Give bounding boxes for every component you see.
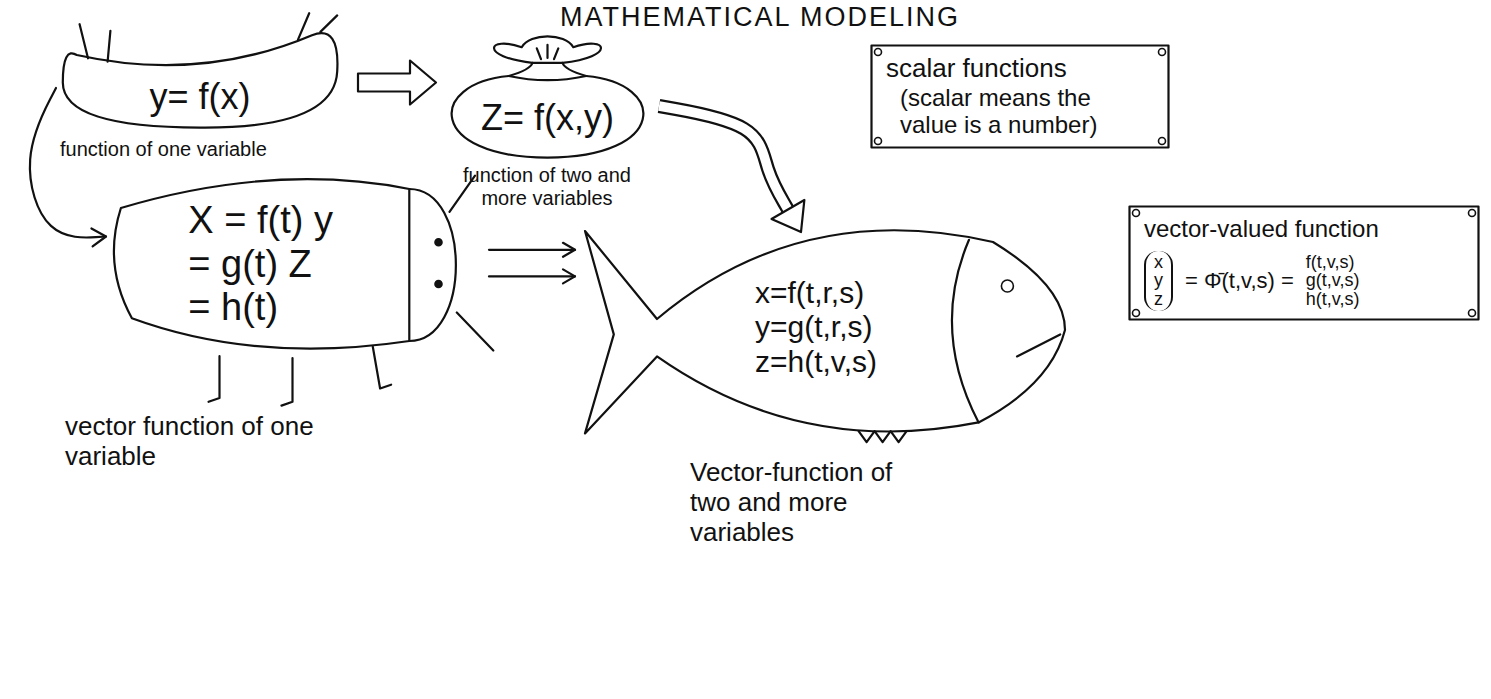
- text-slot: Z= f(x,y): [453, 97, 643, 138]
- bug-body: [114, 179, 409, 348]
- flow-arrow: [659, 106, 804, 232]
- band-inner: [659, 106, 788, 210]
- bug-eye: [435, 281, 442, 288]
- corner-dot: [1133, 310, 1140, 317]
- shape-caption: function of two and more variables: [452, 164, 642, 210]
- vector-brackets: x y z: [1144, 251, 1173, 312]
- flow-arrow: [358, 61, 436, 105]
- arrow-line: [489, 249, 575, 251]
- fish-shape: x=f(t,r,s) y=g(t,r,s) z=h(t,v,s)Vector-f…: [585, 220, 1065, 440]
- flow-arrow: [30, 88, 106, 246]
- bag-body: [452, 76, 644, 158]
- bag-ruffle: [494, 36, 601, 62]
- formula-row: x y z = Φ̄(t,v,s) = f(t,v,s) g(t,v,s) h(t,…: [1144, 251, 1464, 312]
- note-box: scalar functions(scalar means the value …: [870, 44, 1170, 149]
- formula-text: X = f(t) y = g(t) Z = h(t): [188, 199, 338, 330]
- text-slot: Vector-function of two and more variable…: [690, 458, 940, 548]
- fish-eye: [1001, 280, 1013, 292]
- bag-shape: Z= f(x,y)function of two and more variab…: [440, 40, 655, 160]
- fish-mouth: [1017, 334, 1060, 356]
- text-slot: = Φ̄(t,v,s) =: [1185, 268, 1294, 293]
- bug-shape: X = f(t) y = g(t) Z = h(t)vector functio…: [110, 170, 475, 360]
- formula-text: Z= f(x,y): [453, 97, 643, 138]
- text-slot: vector-valued function: [1144, 215, 1464, 243]
- text-slot: function of one variable: [60, 138, 350, 161]
- fish-body: [585, 230, 1065, 433]
- formula-text: = Φ̄(t,v,s) =: [1185, 268, 1294, 293]
- shape-caption: Vector-function of two and more variable…: [690, 458, 940, 548]
- vector-components: x y z: [1154, 253, 1163, 310]
- formula-text: y= f(x): [100, 76, 300, 117]
- shape-caption: vector function of one variable: [65, 412, 335, 472]
- arrow-line: [489, 275, 575, 277]
- fish-gill: [952, 240, 979, 423]
- bag-neck: [509, 63, 586, 76]
- text-slot: function of two and more variables: [452, 164, 642, 210]
- box-border: [1130, 207, 1479, 320]
- text-slot: vector function of one variable: [65, 412, 335, 472]
- text-slot: scalar functions: [886, 54, 1154, 84]
- corner-dot: [1133, 210, 1140, 217]
- vector-components: f(t,v,s) g(t,v,s) h(t,v,s): [1306, 253, 1360, 310]
- text-slot: X = f(t) y = g(t) Z = h(t): [188, 199, 338, 330]
- arrow-head: [91, 228, 106, 246]
- arrow-head: [772, 200, 805, 232]
- note-text: (scalar means the value is a number): [900, 84, 1154, 139]
- diagram-title: MATHEMATICAL MODELING: [560, 2, 960, 33]
- band-outer: [659, 106, 788, 210]
- formula-text: x=f(t,r,s) y=g(t,r,s) z=h(t,v,s): [755, 276, 895, 380]
- note-heading: scalar functions: [886, 54, 1154, 84]
- corner-dot: [875, 138, 882, 145]
- bag-rim: [509, 76, 586, 80]
- text-slot: y= f(x): [100, 76, 300, 117]
- bug-head: [409, 189, 456, 341]
- bag-folds: [537, 45, 559, 59]
- block-arrow: [358, 61, 436, 105]
- note-heading: vector-valued function: [1144, 215, 1464, 243]
- corner-dot: [1469, 210, 1476, 217]
- sausage-hairs: [80, 13, 338, 61]
- box-border: [872, 46, 1169, 148]
- corner-dot: [875, 49, 882, 56]
- bug-eye: [435, 239, 442, 246]
- bug-antennae: [450, 176, 494, 351]
- arrow-head: [563, 269, 575, 283]
- sausage-outline: [63, 33, 338, 127]
- corner-dot: [1159, 49, 1166, 56]
- arrow-head: [563, 243, 575, 257]
- text-slot: (scalar means the value is a number): [886, 84, 1154, 139]
- arrow-line: [30, 88, 106, 238]
- shape-caption: function of one variable: [60, 138, 350, 161]
- flow-arrow: [489, 243, 575, 284]
- fish-fin: [859, 431, 907, 442]
- text-slot: f(t,v,s) g(t,v,s) h(t,v,s): [1306, 253, 1360, 310]
- corner-dot: [1469, 310, 1476, 317]
- text-slot: x=f(t,r,s) y=g(t,r,s) z=h(t,v,s): [755, 276, 895, 380]
- bug-legs: [209, 347, 392, 406]
- sausage-shape: y= f(x)function of one variable: [60, 22, 340, 132]
- corner-dot: [1159, 138, 1166, 145]
- note-box: vector-valued function x y z = Φ̄(t,v,s) =…: [1128, 205, 1480, 321]
